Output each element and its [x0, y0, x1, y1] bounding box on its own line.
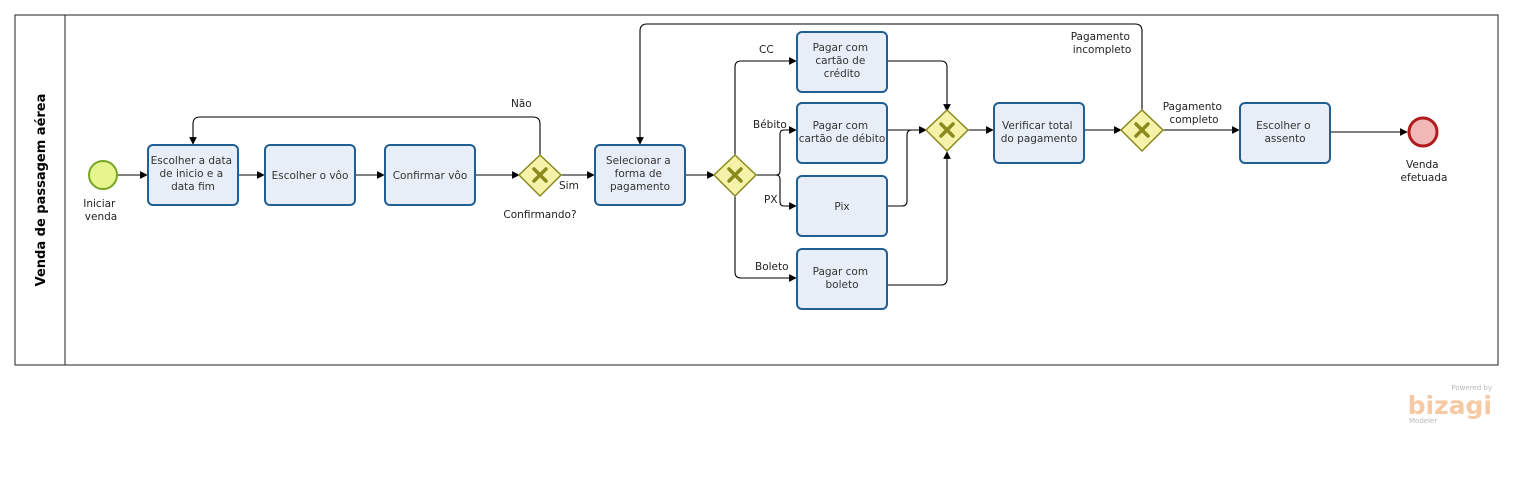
flow-label-px: PX [764, 194, 778, 206]
flow-cc[interactable] [734, 57, 797, 155]
flow-px[interactable] [756, 174, 797, 210]
svg-text:Pix: Pix [834, 201, 849, 213]
flow-nao-loop[interactable] [189, 116, 541, 155]
gateway-join-pagamento[interactable] [924, 108, 970, 153]
pool-title: Venda de passagem aérea [34, 94, 49, 287]
powered-by-text: Powered by [1451, 384, 1492, 392]
flow-credito-to-join[interactable] [887, 60, 951, 112]
flow-boleto-to-join[interactable] [887, 151, 951, 286]
gateway-confirmando-label: Confirmando? [503, 209, 576, 221]
bizagi-logo: bizagi [1408, 391, 1492, 420]
end-event-label: Venda efetuada [1401, 159, 1448, 184]
end-event[interactable] [1407, 116, 1439, 148]
task-pagar-boleto[interactable]: Pagar com boleto [796, 248, 888, 310]
gateway-forma-pagamento[interactable] [712, 153, 758, 198]
task-selecionar-pagamento[interactable]: Selecionar a forma de pagamento [594, 144, 686, 206]
svg-text:Pagar com boleto: Pagar com boleto [813, 266, 872, 291]
sequence-flows [118, 23, 1408, 286]
flow-label-pagamento-incompleto: Pagamento incompleto [1071, 31, 1134, 56]
flow-label-cc: CC [759, 44, 774, 56]
task-verificar-total[interactable]: Verificar total do pagamento [993, 102, 1085, 164]
svg-text:Pagar com cartão de débi: Pagar com cartão de débito [799, 120, 886, 145]
task-confirmar-voo[interactable]: Confirmar vôo [384, 144, 476, 206]
flow-label-bebito: Bébito [753, 119, 787, 131]
svg-text:Escolher a data de inici: Escolher a data de inicio e a data fim [151, 155, 236, 193]
task-escolher-datas[interactable]: Escolher a data de inicio e a data fim [147, 144, 239, 206]
flow-boleto[interactable] [734, 196, 797, 282]
task-pagar-credito[interactable]: Pagar com cartão de crédito [796, 31, 888, 93]
bizagi-watermark: Powered by bizagi Modeler [1408, 384, 1492, 425]
svg-text:Confirmar vôo: Confirmar vôo [393, 170, 468, 182]
svg-text:Verificar total do pagam: Verificar total do pagamento [1001, 120, 1078, 145]
svg-text:Escolher o assento: Escolher o assento [1256, 120, 1314, 145]
modeler-text: Modeler [1409, 417, 1437, 425]
task-pagar-debito[interactable]: Pagar com cartão de débito [796, 102, 888, 164]
flow-label-boleto: Boleto [755, 261, 789, 273]
start-event-label: Iniciar venda [83, 198, 118, 223]
gateway-pagamento-status[interactable] [1119, 108, 1165, 153]
flow-pagamento-incompleto[interactable] [636, 23, 1143, 145]
task-escolher-voo[interactable]: Escolher o vôo [264, 144, 356, 206]
start-event[interactable] [88, 160, 118, 190]
svg-text:Pagar com cartão de: Pagar com cartão de crédito [813, 42, 872, 80]
task-pix[interactable]: Pix [796, 175, 888, 237]
flow-pix-to-join[interactable] [887, 126, 927, 207]
pool: Venda de passagem aérea [14, 14, 1499, 366]
task-escolher-assento[interactable]: Escolher o assento [1239, 102, 1331, 164]
flow-label-nao: Não [511, 98, 532, 110]
flow-label-pagamento-completo: Pagamento completo [1163, 101, 1226, 126]
gateway-confirmando[interactable] [517, 153, 563, 198]
flow-label-sim: Sim [559, 180, 579, 192]
svg-text:Selecionar a forma de: Selecionar a forma de pagamento [606, 155, 674, 193]
svg-text:Escolher o vôo: Escolher o vôo [272, 170, 349, 182]
